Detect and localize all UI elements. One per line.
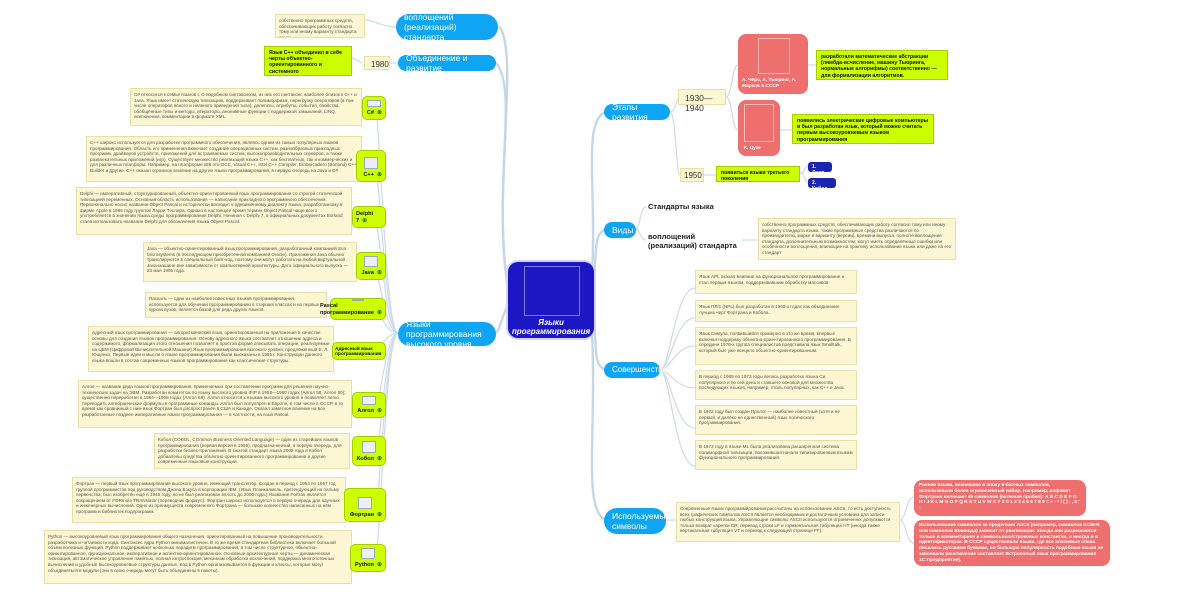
cobol-item: 2. Кобол	[808, 178, 836, 192]
math-abstractions-note: разработали математические абстракции (л…	[816, 50, 948, 80]
plus-icon: ⊕	[376, 310, 383, 316]
delphi-label[interactable]: Delphi 7⊕	[352, 206, 386, 228]
delphi-note: Delphi — императивный, структурированный…	[76, 187, 352, 235]
plus-icon: ⊕	[376, 456, 382, 462]
fortran-note: Фортран — первый язык программирования в…	[72, 477, 346, 523]
image-icon	[364, 157, 378, 169]
perf-note-apl: Язык APL оказал влияние на функционально…	[695, 270, 857, 294]
cobol-label[interactable]: Кобол⊕	[352, 436, 386, 466]
standards-node: Стандарты языка	[648, 202, 714, 211]
csharp-note: C# относится к семье языков с C-подобным…	[130, 88, 362, 126]
portraits-card[interactable]: А. Чёрч, А. Тьюринг, А. Марков в СССР	[738, 34, 808, 94]
java-note: Java — объектно-ориентированный язык про…	[143, 242, 357, 282]
cpp-note: C++ широко используется для разработки п…	[86, 136, 362, 182]
plus-icon: ⊕	[376, 110, 382, 116]
image-icon	[358, 497, 372, 509]
central-image-placeholder	[524, 266, 580, 316]
perf-note-pl1: Язык ПЛ/1 (NPL) был разработан в 1960-х …	[695, 300, 857, 322]
cobol-text: Кобол	[356, 456, 374, 462]
image-icon	[361, 548, 375, 559]
lisp-item: 1. Лисп	[808, 162, 832, 176]
branch-implementations-top[interactable]: воплощений (реализаций) стандарта	[396, 12, 498, 42]
java-label[interactable]: Java⊕	[356, 252, 386, 280]
python-label[interactable]: Python⊕	[350, 544, 386, 572]
period-1930-1940: 1930—1940	[678, 89, 726, 113]
address-text: Адресный язык программирования	[335, 347, 382, 357]
branch-languages[interactable]: Языки программирования высокого уровня	[398, 319, 496, 349]
cpp-text: C++	[363, 172, 374, 178]
image-icon	[364, 256, 378, 267]
pascal-label[interactable]: Pascal программирование⊕	[320, 298, 386, 320]
zuse-image-placeholder	[744, 104, 774, 142]
delphi-text: Delphi 7	[356, 211, 374, 224]
branch-stages[interactable]: Этапы развития	[604, 102, 670, 122]
cpp-merge-note: Язык C++ объединил в себе черты объектно…	[264, 46, 352, 76]
csharp-text: C#	[366, 110, 374, 116]
fortran-label[interactable]: Фортран⊕	[344, 488, 386, 522]
image-icon	[362, 441, 376, 453]
symbols-note: Современные языки программирования рассч…	[676, 502, 900, 542]
central-node[interactable]: Языки программирования	[508, 262, 594, 338]
address-note: Адресный язык программирования — алгорит…	[88, 326, 334, 372]
zuse-card[interactable]: К. Цузе	[738, 100, 780, 156]
perf-note-ml: В 1973 году в языке ML была реализована …	[695, 440, 857, 470]
branch-perfection[interactable]: Совершенствование	[604, 362, 689, 378]
fortran-text: Фортран	[349, 512, 374, 518]
algol-text: Алгол	[357, 408, 374, 414]
central-title: Языки программирования	[511, 318, 591, 336]
perf-note-prolog: В 1972 году был создан Пролог — наиболее…	[695, 405, 857, 435]
algol-label[interactable]: Алгол⊕	[352, 392, 386, 418]
algol-note: Алгол — название ряда языков программиро…	[78, 380, 352, 428]
csharp-label[interactable]: C#⊕	[362, 96, 386, 120]
portraits-image-placeholder	[758, 38, 790, 74]
plus-icon: ⊕	[376, 270, 382, 276]
image-icon	[362, 396, 376, 405]
address-label[interactable]: Адресный язык программирования	[332, 342, 386, 360]
python-note: Python — высокоуровневый язык программир…	[44, 530, 352, 584]
implementations-note: собственно программных средств, обеспечи…	[758, 218, 956, 260]
perf-note-simula: Язык Симула, появившийся примерно в это …	[695, 327, 857, 365]
plus-icon: ⊕	[376, 172, 382, 178]
plus-icon: ⊕	[376, 408, 382, 414]
image-icon	[367, 100, 381, 107]
year-1980: 1980	[364, 56, 390, 70]
cobol-note: Кобол (COBOL, COmmon Business Oriented L…	[154, 433, 350, 469]
implementations-node: воплощений (реализаций) стандарта	[648, 232, 737, 250]
pascal-text: Pascal программирование	[319, 303, 374, 316]
branch-kinds[interactable]: Виды	[604, 222, 636, 238]
branch-unification[interactable]: Объединение и развитие	[398, 53, 496, 73]
note-implementations-top: собственно программных средств, обеспечи…	[275, 14, 365, 38]
perf-note-c: В период с 1969 по 1973 годы велась разр…	[695, 370, 857, 400]
branch-symbols[interactable]: Используемые символы	[604, 508, 670, 534]
electric-computers-note: появились электрические цифровые компьют…	[792, 114, 934, 144]
year-1950: 1950	[680, 168, 704, 182]
pascal-note: Паскаль — один из наиболее известных язы…	[145, 292, 327, 318]
portraits-label: А. Чёрч, А. Тьюринг, А. Марков в СССР	[742, 78, 797, 89]
third-generation-note: появиться языки третьего поколения	[716, 166, 800, 182]
java-text: Java	[361, 270, 374, 276]
zuse-label: К. Цузе	[744, 146, 761, 151]
plus-icon: ⊕	[376, 562, 382, 568]
koi8-note: Использование символов за пределами ASCI…	[914, 520, 1110, 566]
early-symbols-note: Ранние языки, возникшие в эпоху 6-битных…	[914, 480, 1086, 516]
image-icon	[352, 299, 364, 301]
cpp-label[interactable]: C++⊕	[356, 150, 386, 182]
plus-icon: ⊕	[376, 512, 382, 518]
python-text: Python	[355, 562, 374, 568]
plus-icon: ⊕	[362, 218, 368, 224]
